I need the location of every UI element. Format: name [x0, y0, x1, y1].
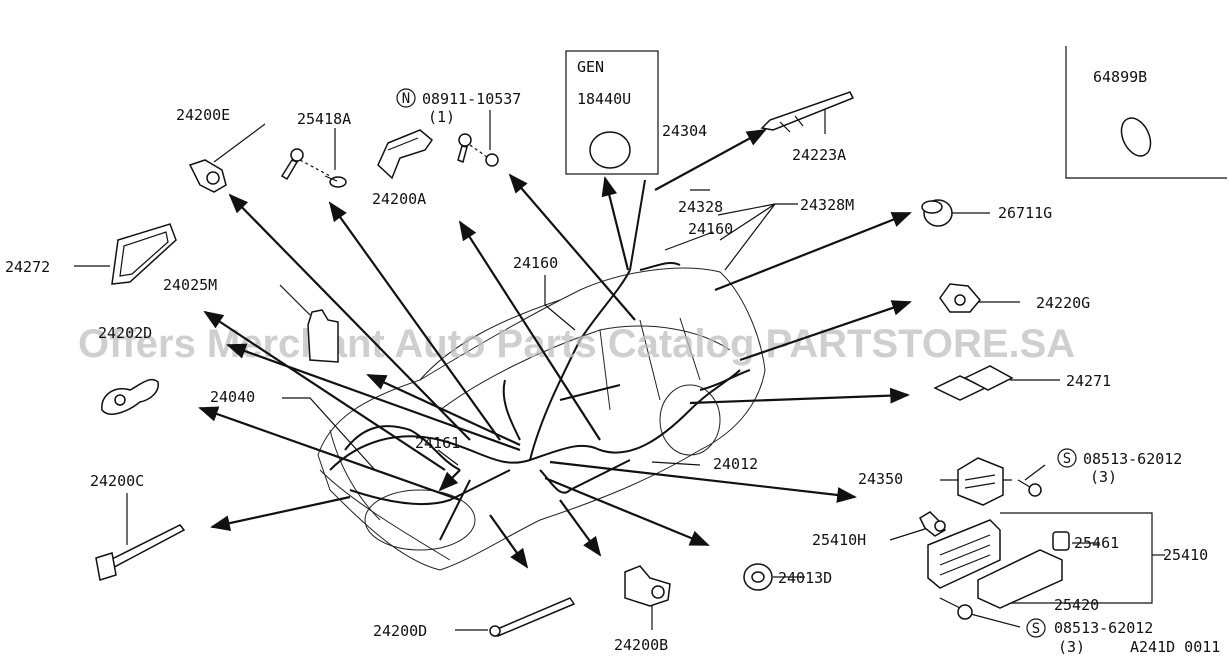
- leader-lines: [74, 110, 1165, 631]
- label-24202D[interactable]: 24202D: [98, 324, 152, 342]
- pads-24271[interactable]: [933, 365, 1014, 401]
- label-25420[interactable]: 25420: [1054, 596, 1099, 614]
- label-24200E[interactable]: 24200E: [176, 106, 230, 124]
- plug-26711G[interactable]: [921, 199, 953, 227]
- label-gen: GEN: [577, 58, 604, 76]
- marker-n: N: [402, 91, 410, 107]
- label-25461[interactable]: 25461: [1074, 534, 1119, 552]
- label-08513-b[interactable]: 08513-62012: [1054, 619, 1153, 637]
- watermark: Offers Merchant Auto Parts Catalog PARTS…: [78, 322, 1075, 366]
- label-24160[interactable]: 24160: [513, 254, 558, 272]
- label-08911-qty: (1): [428, 108, 455, 126]
- marker-s-a: S: [1063, 451, 1071, 467]
- label-24223A[interactable]: 24223A: [792, 146, 846, 164]
- label-24271[interactable]: 24271: [1066, 372, 1111, 390]
- marker-s-b: S: [1032, 621, 1040, 637]
- label-64899B[interactable]: 64899B: [1093, 68, 1147, 86]
- label-25418A[interactable]: 25418A: [297, 110, 351, 128]
- label-24328[interactable]: 24328: [678, 198, 723, 216]
- bracket-24200B[interactable]: [624, 565, 671, 607]
- bracket-24350[interactable]: [957, 457, 1004, 506]
- bolt-25418A[interactable]: [280, 148, 347, 188]
- grommet-18440U[interactable]: [589, 131, 631, 169]
- marker-n-circle: [396, 88, 416, 108]
- parts: [95, 91, 1156, 637]
- bolt-08513-lower[interactable]: [957, 604, 973, 620]
- fastener-25410H[interactable]: [919, 511, 947, 537]
- label-26711G[interactable]: 26711G: [998, 204, 1052, 222]
- accessory-box: [1065, 46, 1227, 179]
- bracket-24025M[interactable]: [307, 309, 339, 363]
- label-24200D[interactable]: 24200D: [373, 622, 427, 640]
- label-24013D[interactable]: 24013D: [778, 569, 832, 587]
- fusebox-25410[interactable]: [927, 519, 1001, 589]
- label-18440U[interactable]: 18440U: [577, 90, 631, 108]
- label-24025M[interactable]: 24025M: [163, 276, 217, 294]
- grommet-64899B[interactable]: [1116, 113, 1156, 160]
- label-08513-a-qty: (3): [1090, 468, 1117, 486]
- bolt-08513-upper[interactable]: [1017, 479, 1042, 497]
- label-24220G[interactable]: 24220G: [1036, 294, 1090, 312]
- diagram-code: A241D 0011: [1130, 638, 1220, 656]
- label-24350[interactable]: 24350: [858, 470, 903, 488]
- vehicle-body: [317, 267, 766, 571]
- wire-harness: [329, 179, 751, 541]
- label-08513-a[interactable]: 08513-62012: [1083, 450, 1182, 468]
- label-25410H[interactable]: 25410H: [812, 531, 866, 549]
- label-24304[interactable]: 24304: [662, 122, 707, 140]
- label-24160-top[interactable]: 24160: [688, 220, 733, 238]
- clip-24200E[interactable]: [188, 159, 227, 193]
- label-24328M[interactable]: 24328M: [800, 196, 854, 214]
- marker-s-circle-b: [1026, 618, 1046, 638]
- label-24161[interactable]: 24161: [415, 434, 460, 452]
- clamp-24200C[interactable]: [95, 524, 186, 581]
- cover-25420[interactable]: [977, 549, 1063, 609]
- label-08513-b-qty: (3): [1058, 638, 1085, 656]
- label-24012[interactable]: 24012: [713, 455, 758, 473]
- screw-08911[interactable]: [457, 133, 499, 167]
- label-24272[interactable]: 24272: [5, 258, 50, 276]
- label-24200B[interactable]: 24200B: [614, 636, 668, 654]
- label-24200A[interactable]: 24200A: [372, 190, 426, 208]
- grommet-24272[interactable]: [111, 223, 177, 285]
- clip-24202D[interactable]: [101, 378, 159, 415]
- clip-24220G[interactable]: [939, 283, 981, 313]
- label-24200C[interactable]: 24200C: [90, 472, 144, 490]
- label-25410[interactable]: 25410: [1163, 546, 1208, 564]
- label-08911[interactable]: 08911-10537: [422, 90, 521, 108]
- relay-25461[interactable]: [1052, 531, 1070, 551]
- clamp-24223A[interactable]: [760, 91, 855, 133]
- label-24040[interactable]: 24040: [210, 388, 255, 406]
- part-labels: 24200E 25418A 08911-10537 (1) GEN 18440U…: [5, 58, 1220, 656]
- gen-box: [565, 50, 659, 175]
- bracket-24200A[interactable]: [377, 129, 434, 180]
- grommet-24013D[interactable]: [743, 563, 773, 591]
- marker-s-circle-a: [1057, 448, 1077, 468]
- clamp-24200D[interactable]: [489, 597, 576, 637]
